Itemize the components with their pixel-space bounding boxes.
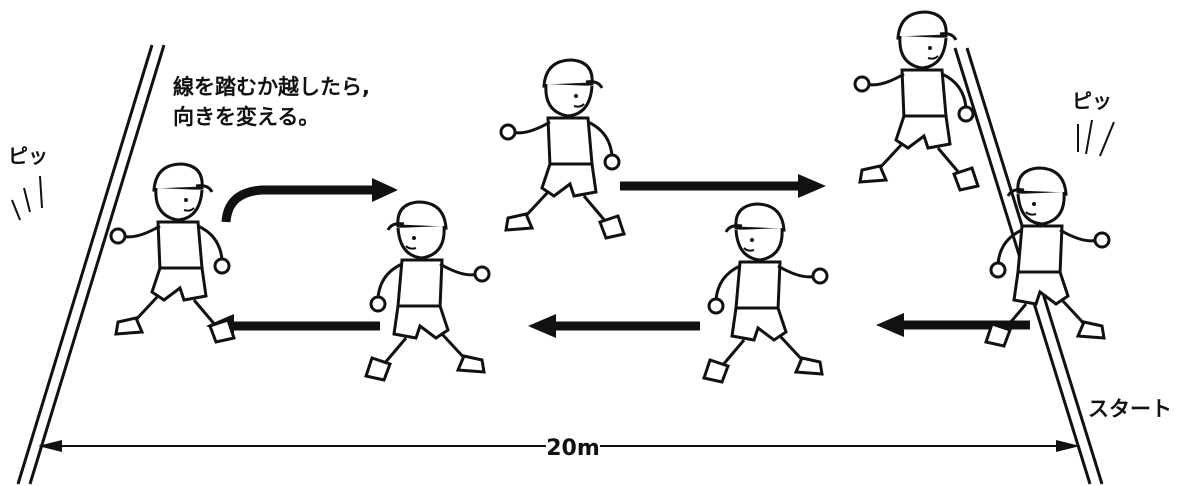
- runner-figure-5: [855, 12, 978, 190]
- arrow-left-2: [528, 314, 700, 338]
- instruction-line-1: 線を踏むか越したら,: [173, 75, 370, 99]
- runner-figure-3: [366, 202, 489, 380]
- whistle-label-left: ピッ: [8, 144, 48, 168]
- runner-figure-4: [704, 204, 827, 382]
- left-boundary-line: [18, 45, 164, 484]
- runner-figure-6: [986, 168, 1109, 346]
- instruction-line-2: 向きを変える。: [173, 105, 319, 129]
- whistle-label-right: ピッ: [1072, 89, 1112, 113]
- runner-figure-1: [111, 164, 234, 342]
- runner-figure-2: [501, 60, 624, 238]
- distance-label: 20m: [546, 436, 600, 461]
- arrow-right-middle: [620, 174, 826, 198]
- curved-turn-arrow: [226, 178, 398, 222]
- start-label: スタート: [1088, 397, 1172, 421]
- whistle-sound-lines-left: [12, 176, 42, 220]
- whistle-sound-lines-right: [1078, 120, 1114, 156]
